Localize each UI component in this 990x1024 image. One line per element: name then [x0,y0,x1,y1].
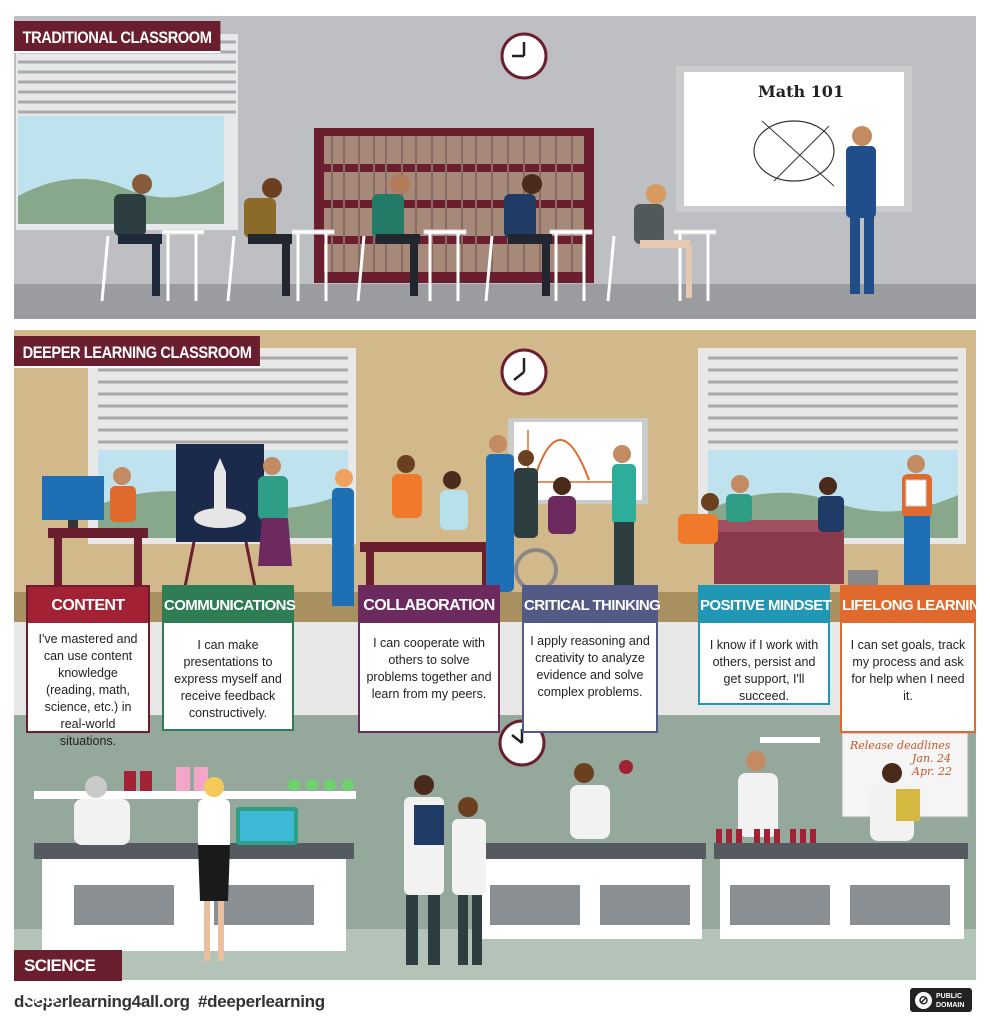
card-title: POSITIVE MINDSET [700,587,832,623]
clock-icon [500,348,548,396]
card-title: COLLABORATION [360,587,498,623]
license-label: PUBLIC DOMAIN [936,993,965,1009]
science-lab-illustration [14,719,976,980]
lab-board-line-2: Jan. 24 [912,752,952,765]
lab-board-line-3: Apr. 22 [912,765,953,778]
footer: deeperlearning4all.org #deeperlearning ⊘… [14,986,976,1024]
card-title: COMMUNICATIONS [164,587,296,623]
card-content: CONTENT I've mastered and can use conten… [26,585,150,748]
card-communications: COMMUNICATIONS I can make presentations … [162,585,296,731]
deeper-learning-label: DEEPER LEARNING CLASSROOM [14,336,261,368]
lab-board-line-1: Release deadlines [850,739,951,752]
public-domain-badge: ⊘ PUBLIC DOMAIN [910,988,972,1012]
card-collaboration: COLLABORATION I can cooperate with other… [358,585,500,733]
lab-board-text: Release deadlines Jan. 24 Apr. 22 [850,739,968,778]
card-text: I can cooperate with others to solve pro… [366,636,492,701]
card-critical-thinking: CRITICAL THINKING I apply reasoning and … [522,585,661,733]
science-lab-label: SCIENCE LAB [14,950,122,1007]
card-text: I can make presentations to express myse… [174,638,282,720]
card-text: I can set goals, track my process and as… [850,638,966,703]
traditional-classroom-label: TRADITIONAL CLASSROOM [14,21,221,53]
science-lab-panel: Release deadlines Jan. 24 Apr. 22 [14,715,976,980]
card-text: I've mastered and can use content knowle… [38,632,138,748]
card-title: CONTENT [28,587,148,623]
public-domain-icon: ⊘ [915,992,932,1009]
website-link[interactable]: deeperlearning4all.org [14,992,190,1011]
card-title: LIFELONG LEARNING [842,587,990,623]
clock-icon [500,32,548,80]
card-lifelong-learning: LIFELONG LEARNING I can set goals, track… [840,585,990,733]
traditional-classroom-illustration [14,32,976,319]
skill-cards: CONTENT I've mastered and can use conten… [0,585,990,748]
card-title: CRITICAL THINKING [524,587,661,623]
traditional-classroom-panel: TRADITIONAL CLASSROOM Math 101 [14,16,976,319]
card-text: I apply reasoning and creativity to anal… [530,634,650,699]
hashtag: #deeperlearning [198,992,325,1011]
deeper-learning-illustration [14,348,976,730]
card-positive-mindset: POSITIVE MINDSET I know if I work with o… [698,585,832,705]
board-title: Math 101 [758,82,845,101]
card-text: I know if I work with others, persist an… [709,638,819,703]
